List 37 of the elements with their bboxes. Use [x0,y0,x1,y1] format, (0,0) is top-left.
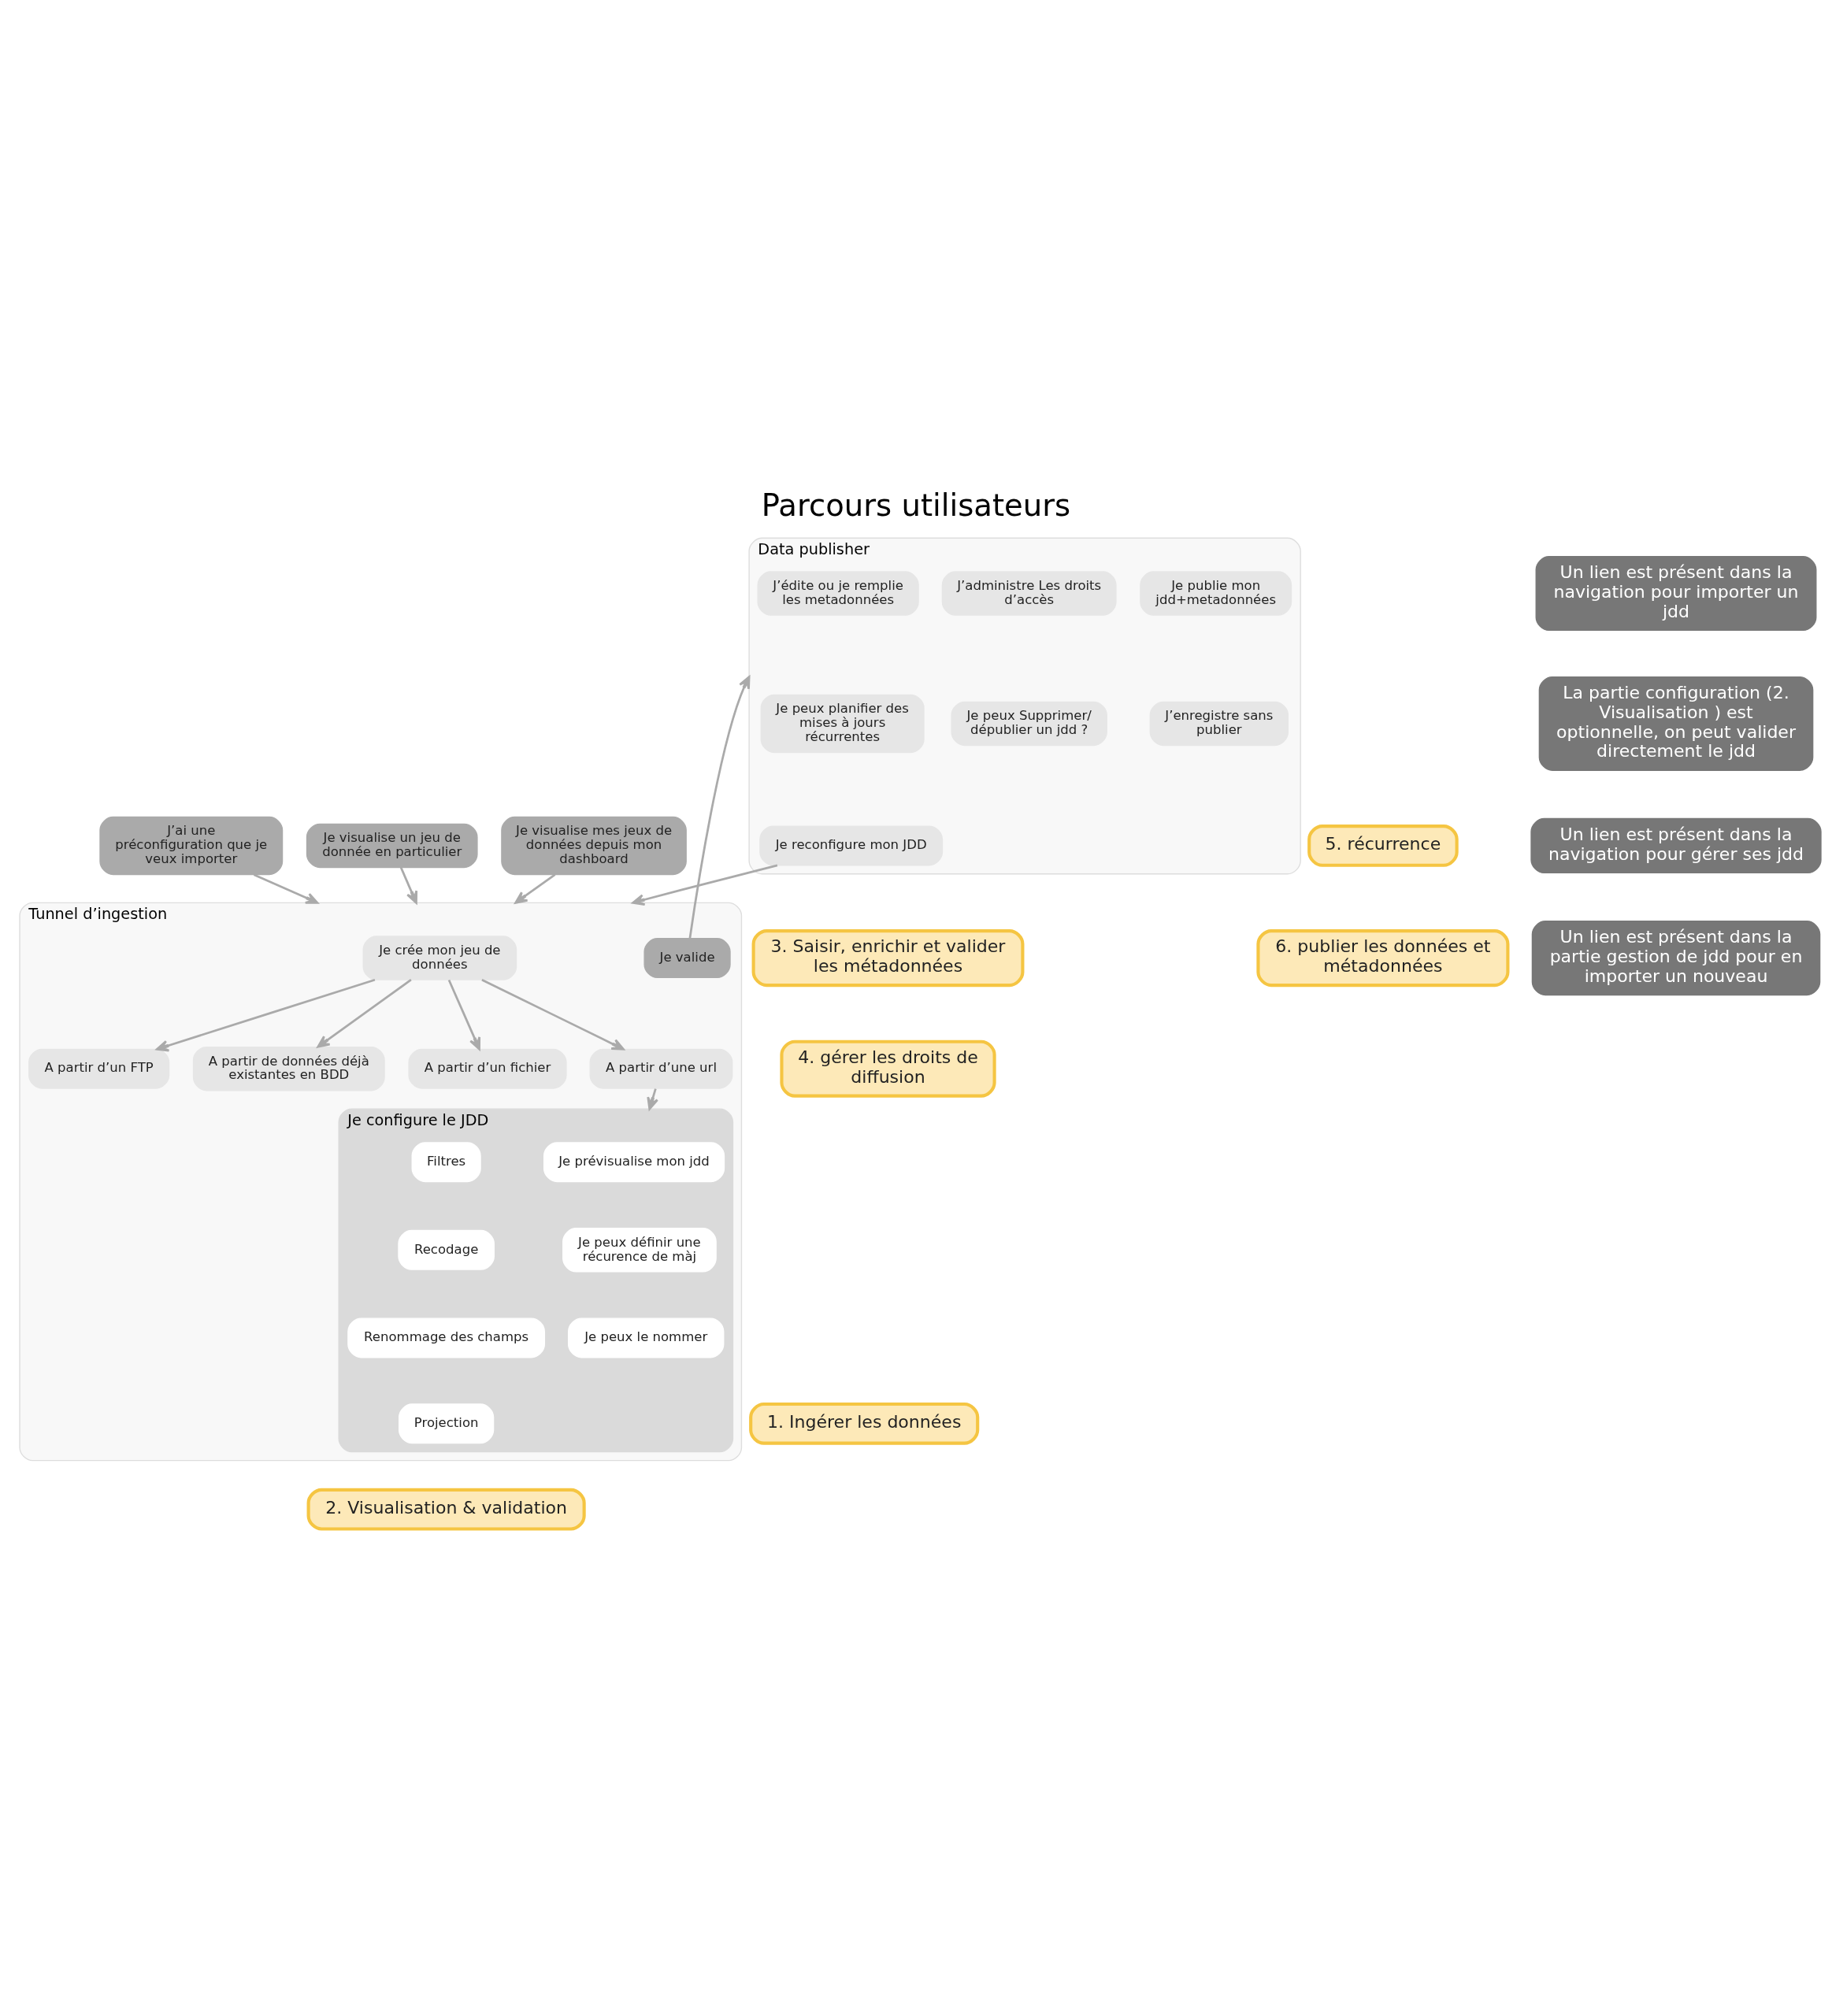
arrow [156,978,376,1052]
arrow [632,864,778,906]
arrow [253,873,319,904]
node-box: Projection [399,1403,495,1444]
node-box: A partir d’un fichier [408,1048,567,1089]
arrow [317,979,412,1048]
node-box: Un lien est présent dans la navigation pour gérer ses jdd [1530,817,1822,874]
node-box: La partie configuration (2. Visualisation ) est optionnelle, on peut valider directement le jdd [1538,676,1814,771]
arrow [688,676,751,939]
node-box: Je visualise mes jeux de données depuis mon dashboard [501,816,687,876]
arrow [447,980,481,1051]
node-box: Je prévisualise mon jdd [543,1142,725,1183]
arrow [399,867,418,904]
node-box: A partir d’un FTP [28,1048,170,1089]
node-box: 3. Saisir, enrichir et valider les métadonnées [751,929,1025,988]
node-box: 2. Visualisation & validation [306,1488,586,1531]
node-box: Je valide [643,938,731,979]
node-box: A partir de données déjà existantes en BDD [192,1046,385,1091]
node-box: Je crée mon jeu de données [362,936,517,980]
node-box: 1. Ingérer les données [749,1402,980,1445]
node-box: A partir d’une url [589,1048,733,1089]
arrow [481,979,625,1051]
arrow [514,873,556,904]
node-box: Filtres [411,1142,481,1183]
node-box: Je reconfigure mon JDD [759,825,944,866]
node-box: Je visualise un jeu de donnée en particulier [306,823,478,869]
node-box: Je peux définir une récurence de màj [562,1228,717,1273]
node-box: 4. gérer les droits de diffusion [780,1040,996,1098]
node-box: 6. publier les données et métadonnées [1256,929,1510,988]
node-box: 5. récurrence [1307,825,1459,867]
node-box: Je peux le nommer [567,1317,725,1358]
node-box: Recodage [398,1229,495,1270]
node-box: J’ai une préconfiguration que je veux importer [99,816,284,876]
node-box: Un lien est présent dans la navigation pour importer un jdd [1535,556,1817,632]
node-box: Renommage des champs [347,1317,546,1358]
diagram-title: Parcours utilisateurs [761,487,1071,523]
node-box: Un lien est présent dans la partie gestion de jdd pour en importer un nouveau [1531,921,1821,996]
